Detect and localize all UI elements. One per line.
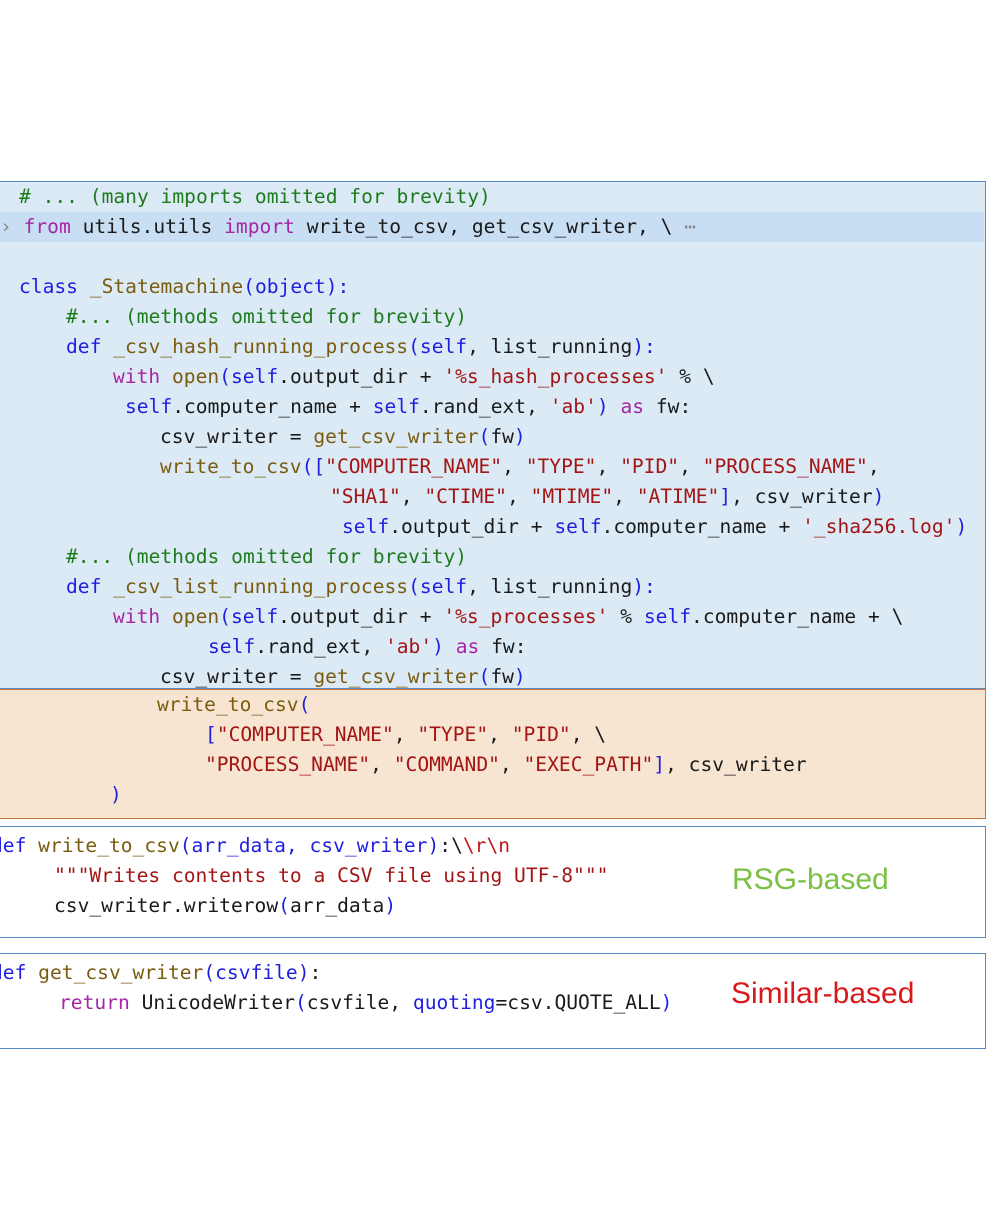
code-line-with-open-list: with open(self.output_dir + '%s_processe… [113, 605, 904, 628]
code-line-computer-name-hash: self.computer_name + self.rand_ext, 'ab'… [125, 395, 692, 418]
code-line-csv-writer-hash: csv_writer = get_csv_writer(fw) [160, 425, 526, 448]
code-line-comment-methods-1: #... (methods omitted for brevity) [66, 305, 468, 328]
folded-ellipsis-icon[interactable]: ⋯ [684, 215, 697, 238]
rsg-line-def: def write_to_csv(arr_data, csv_writer):\… [0, 834, 511, 857]
code-line-write-to-csv-hash-1: write_to_csv(["COMPUTER_NAME", "TYPE", "… [160, 455, 880, 478]
similar-line-def: def get_csv_writer(csvfile): [0, 961, 322, 984]
code-line-import[interactable]: › from utils.utils import write_to_csv, … [0, 212, 984, 242]
similar-snippet-panel: def get_csv_writer(csvfile): return Unic… [0, 953, 986, 1049]
code-line-comment-imports: # ... (many imports omitted for brevity) [19, 185, 491, 208]
code-line-write-to-csv-hash-2: "SHA1", "CTIME", "MTIME", "ATIME"], csv_… [330, 485, 885, 508]
code-line-close-paren: ) [110, 783, 122, 806]
code-line-class: class _Statemachine(object): [19, 275, 350, 298]
main-code-panel: # ... (many imports omitted for brevity)… [0, 181, 986, 689]
similar-line-return: return UnicodeWriter(csvfile, quoting=cs… [59, 991, 673, 1014]
rsg-line-body: csv_writer.writerow(arr_data) [54, 894, 397, 917]
rsg-snippet-panel: def write_to_csv(arr_data, csv_writer):\… [0, 826, 986, 938]
code-line-args-1: ["COMPUTER_NAME", "TYPE", "PID", \ [205, 723, 607, 746]
code-line-comment-methods-2: #... (methods omitted for brevity) [66, 545, 468, 568]
code-line-rand-ext-list: self.rand_ext, 'ab') as fw: [208, 635, 527, 658]
code-line-def-list: def _csv_list_running_process(self, list… [66, 575, 656, 598]
target-code-panel: write_to_csv( ["COMPUTER_NAME", "TYPE", … [0, 689, 986, 819]
code-line-csv-writer-list: csv_writer = get_csv_writer(fw) [160, 665, 526, 688]
code-line-sha256: self.output_dir + self.computer_name + '… [342, 515, 968, 538]
fold-chevron-icon[interactable]: › [0, 215, 12, 238]
similar-based-label: Similar-based [731, 977, 915, 1010]
rsg-based-label: RSG-based [732, 863, 889, 896]
code-line-args-2: "PROCESS_NAME", "COMMAND", "EXEC_PATH"],… [205, 753, 807, 776]
code-line-with-open-hash: with open(self.output_dir + '%s_hash_pro… [113, 365, 715, 388]
rsg-line-docstring: """Writes contents to a CSV file using U… [54, 864, 609, 887]
code-line-def-hash: def _csv_hash_running_process(self, list… [66, 335, 656, 358]
code-line-write-to-csv-call: write_to_csv( [157, 693, 311, 716]
